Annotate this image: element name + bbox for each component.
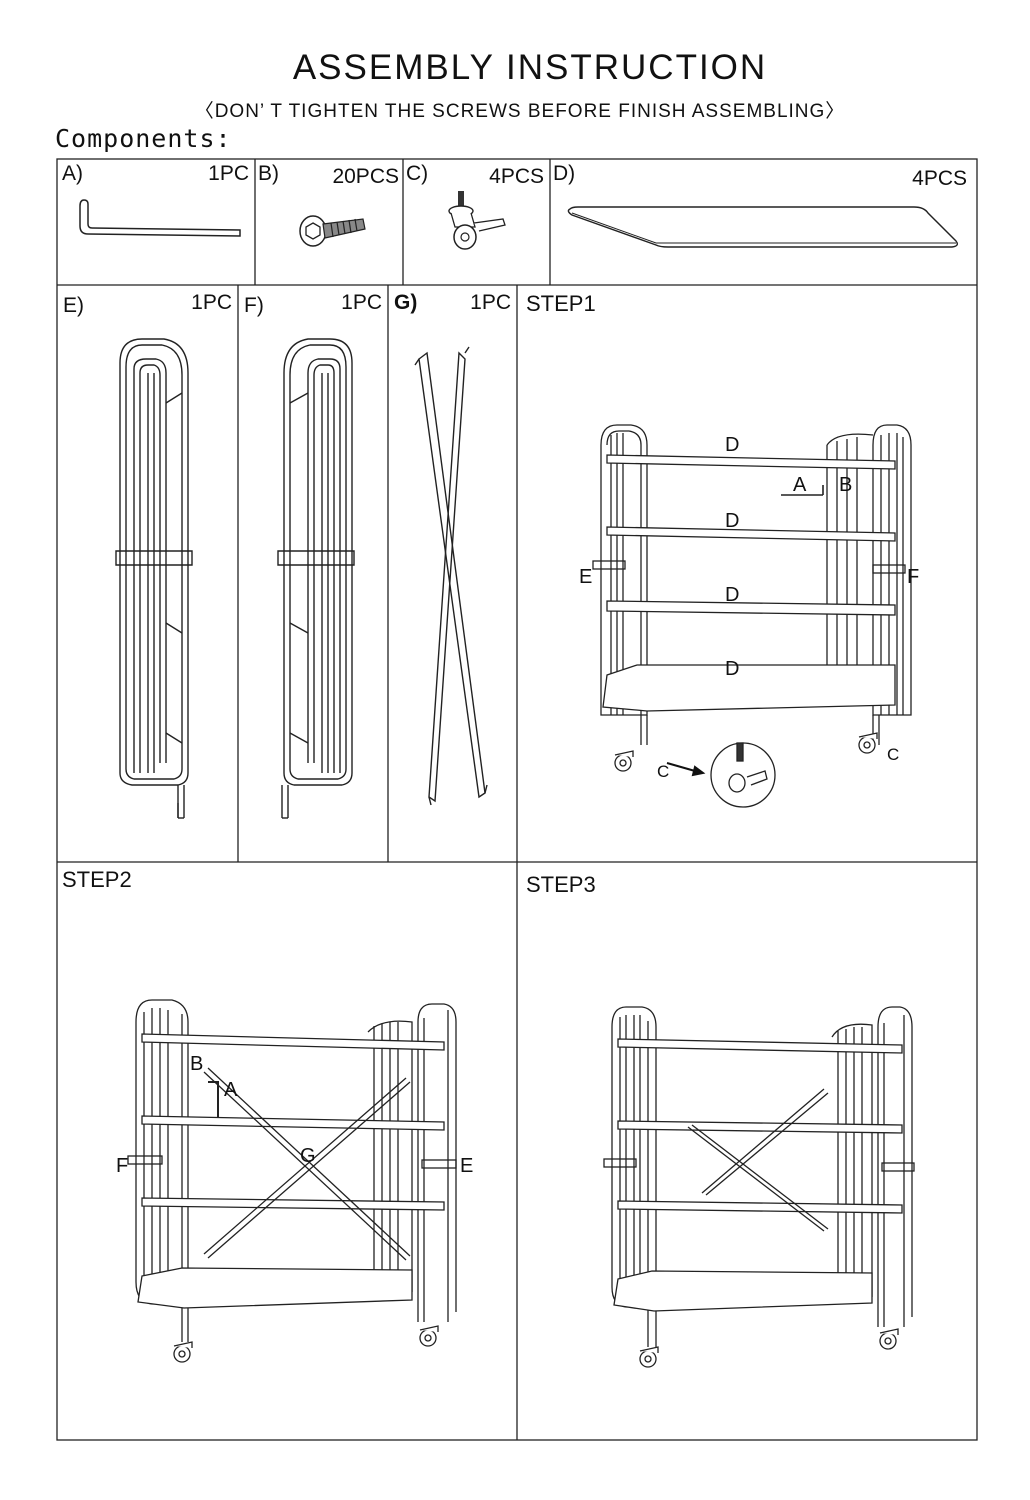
callout-d: D [725, 510, 739, 532]
part-e-cell: E) 1PC [57, 285, 238, 862]
page-title: ASSEMBLY INSTRUCTION [292, 48, 768, 87]
callout-g: G [300, 1145, 316, 1167]
step2-diagram: B A F G E [116, 999, 473, 1363]
callout-b: B [190, 1053, 203, 1075]
callout-f: F [907, 566, 919, 588]
callout-a: A [793, 474, 807, 496]
part-letter: F) [244, 294, 264, 317]
callout-a: A [224, 1079, 238, 1101]
part-letter: B) [258, 162, 279, 185]
callout-e: E [460, 1155, 473, 1177]
part-qty: 4PCS [489, 165, 544, 188]
part-letter: A) [62, 162, 83, 185]
callout-c: C [887, 745, 899, 764]
callout-d: D [725, 434, 739, 456]
step-label: STEP3 [526, 872, 596, 897]
part-qty: 1PC [208, 162, 249, 185]
cross-brace-icon [414, 346, 488, 806]
callout-c: C [657, 762, 669, 781]
warning-subtitle: 〈DON’ T TIGHTEN THE SCREWS BEFORE FINISH… [194, 101, 846, 122]
shelf-board-icon [567, 206, 959, 248]
part-letter: C) [406, 162, 429, 185]
part-letter: G) [394, 291, 418, 314]
part-qty: 4PCS [912, 167, 967, 190]
side-frame-left-icon [115, 338, 193, 819]
step1-panel: STEP1 [517, 285, 977, 862]
callout-d: D [725, 584, 739, 606]
part-qty: 1PC [191, 291, 232, 314]
part-f-cell: F) 1PC [238, 285, 388, 862]
part-letter: E) [63, 294, 84, 317]
step-label: STEP2 [62, 867, 132, 892]
components-heading: Components: [55, 124, 232, 153]
step3-panel: STEP3 [517, 862, 977, 1440]
step2-panel: STEP2 [57, 862, 517, 1440]
part-qty: 1PC [470, 291, 511, 314]
screw-icon [299, 215, 366, 247]
side-frame-right-icon [277, 338, 355, 819]
step-label: STEP1 [526, 291, 596, 316]
step3-diagram [603, 1006, 915, 1368]
part-d-cell: D) 4PCS [550, 159, 977, 285]
part-qty: 1PC [341, 291, 382, 314]
part-letter: D) [553, 162, 576, 185]
callout-f: F [116, 1155, 128, 1177]
allen-key-icon [79, 199, 241, 237]
part-b-cell: B) 20PCS [255, 159, 403, 285]
callout-b: B [839, 474, 852, 496]
part-qty: 20PCS [332, 165, 399, 188]
part-g-cell: G) 1PC [388, 285, 517, 862]
callout-d: D [725, 658, 739, 680]
step1-diagram: D D D D A B E F C C [579, 424, 919, 808]
caster-wheel-icon [448, 191, 506, 250]
part-c-cell: C) 4PCS [403, 159, 550, 285]
callout-e: E [579, 566, 592, 588]
part-a-cell: A) 1PC [57, 159, 255, 285]
